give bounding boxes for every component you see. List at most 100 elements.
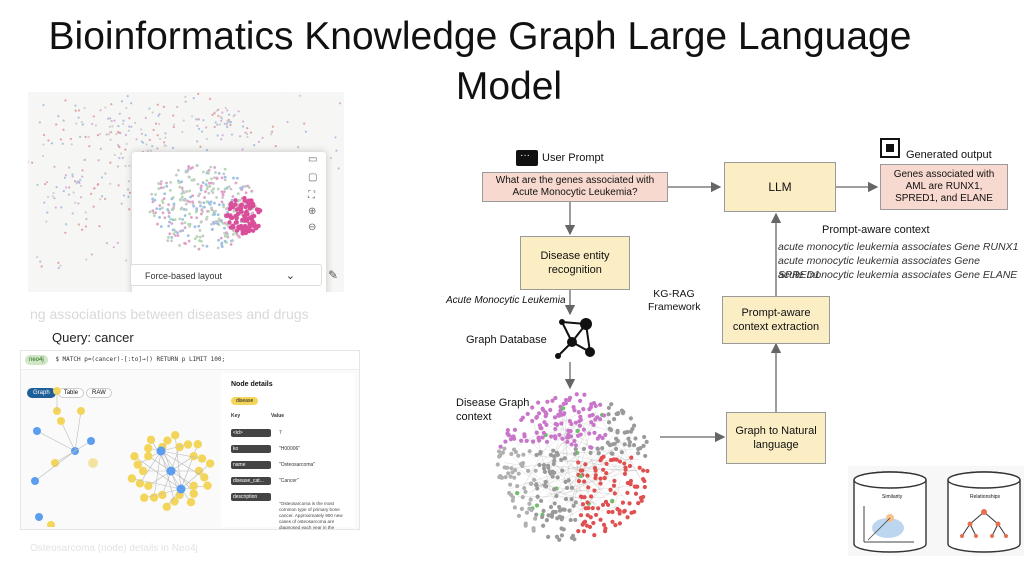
graph-node xyxy=(53,197,56,200)
graph-node xyxy=(156,446,166,456)
faded-caption: ng associations between diseases and dru… xyxy=(30,306,309,322)
fit-icon[interactable]: ⛶ xyxy=(308,190,315,201)
graph-node xyxy=(551,461,556,467)
zoom-in-icon[interactable]: ⊕ xyxy=(308,206,317,217)
graph-node xyxy=(113,119,116,122)
graph-node xyxy=(506,471,511,476)
graph-node xyxy=(172,123,176,126)
graph-node xyxy=(74,201,77,204)
graph-node xyxy=(118,146,121,149)
graph-node xyxy=(196,182,200,186)
graph-node xyxy=(534,512,539,517)
graph-node xyxy=(583,462,588,467)
graph-node xyxy=(171,146,175,150)
graph-node xyxy=(530,405,535,410)
graph-node xyxy=(146,435,156,445)
graph-node xyxy=(512,436,517,441)
title-line-1: Bioinformatics Knowledge Graph Large Lan… xyxy=(48,15,912,58)
graph-node xyxy=(186,497,196,507)
graph-node xyxy=(573,500,578,505)
graph-node xyxy=(148,107,151,110)
entity-label: Acute Monocytic Leukemia xyxy=(446,295,566,306)
network-screenshot: ▭ ▢ ⛶ ⊕ ⊖ Force-based layout ⌄ ✎ xyxy=(28,92,344,292)
graph-node xyxy=(167,211,171,215)
graph-node xyxy=(560,515,565,520)
graph-node xyxy=(515,484,520,489)
graph-node xyxy=(531,526,536,531)
graph-edge xyxy=(170,455,194,472)
graph-node xyxy=(516,513,522,518)
graph-node xyxy=(503,439,508,444)
tab-raw[interactable]: RAW xyxy=(86,388,112,398)
graph-node xyxy=(519,506,525,511)
graph-edge xyxy=(134,456,182,490)
graph-node xyxy=(552,415,558,420)
graph-node xyxy=(627,501,632,506)
graph-node xyxy=(587,407,592,412)
graph-node xyxy=(120,202,123,205)
graph-node xyxy=(206,185,210,189)
graph-node xyxy=(183,221,187,225)
graph-node xyxy=(126,188,130,191)
graph-node xyxy=(116,143,120,147)
comment-icon[interactable]: ▢ xyxy=(308,172,318,183)
graph-node xyxy=(569,485,575,490)
graph-node xyxy=(554,534,560,539)
graph-node xyxy=(634,484,639,489)
graph-node xyxy=(172,125,175,129)
map-icon[interactable]: ▭ xyxy=(308,154,318,165)
graph-node xyxy=(610,519,615,524)
graph-edge xyxy=(150,439,182,490)
graph-node xyxy=(256,223,261,229)
graph-edge xyxy=(515,433,556,445)
graph-node xyxy=(513,449,519,455)
graph-node xyxy=(243,184,247,188)
graph-node xyxy=(619,450,624,455)
graph-edge xyxy=(605,413,641,480)
graph-node xyxy=(620,500,626,505)
graph-node xyxy=(128,191,132,194)
graph-node xyxy=(105,133,108,136)
graph-node xyxy=(507,490,512,496)
query-bar[interactable]: neo4j $ MATCH p=(cancer)-[:to]→() RETURN… xyxy=(21,351,359,370)
graph-node xyxy=(520,415,526,420)
graph-node xyxy=(151,209,155,212)
graph-node xyxy=(165,181,168,185)
graph-node xyxy=(115,133,118,136)
graph-node xyxy=(626,436,631,441)
graph-node xyxy=(598,476,603,481)
graph-node xyxy=(636,500,641,506)
graph-node xyxy=(234,220,239,225)
graph-node xyxy=(610,442,616,447)
graph-node xyxy=(186,234,190,238)
graph-edge xyxy=(160,450,203,459)
graph-edge xyxy=(561,484,625,521)
graph-node xyxy=(210,206,214,210)
graph-node xyxy=(592,488,597,493)
graph-node xyxy=(50,142,54,145)
layout-select[interactable]: Force-based layout ⌄ xyxy=(130,264,322,286)
graph-node xyxy=(546,534,551,539)
edit-icon[interactable]: ✎ xyxy=(328,268,339,282)
graph-node xyxy=(52,191,55,195)
graph-node xyxy=(124,164,127,167)
graph-node xyxy=(576,460,581,465)
graph-node xyxy=(156,147,159,150)
graph-node xyxy=(205,179,209,182)
graph-node xyxy=(220,220,223,223)
graph-node xyxy=(170,430,180,440)
graph-node xyxy=(172,202,176,206)
graph-node xyxy=(170,239,173,243)
graph-node xyxy=(178,185,182,189)
graph-node xyxy=(93,187,96,190)
graph-node xyxy=(188,189,191,193)
graph-edge xyxy=(572,464,600,515)
graph-node xyxy=(140,493,149,502)
graph-node xyxy=(565,439,570,445)
graph-node xyxy=(81,175,84,178)
graph-node xyxy=(231,239,235,242)
zoom-out-icon[interactable]: ⊖ xyxy=(308,222,317,233)
graph-node xyxy=(553,421,558,427)
graph-node xyxy=(222,205,225,209)
graph-node xyxy=(236,192,240,196)
